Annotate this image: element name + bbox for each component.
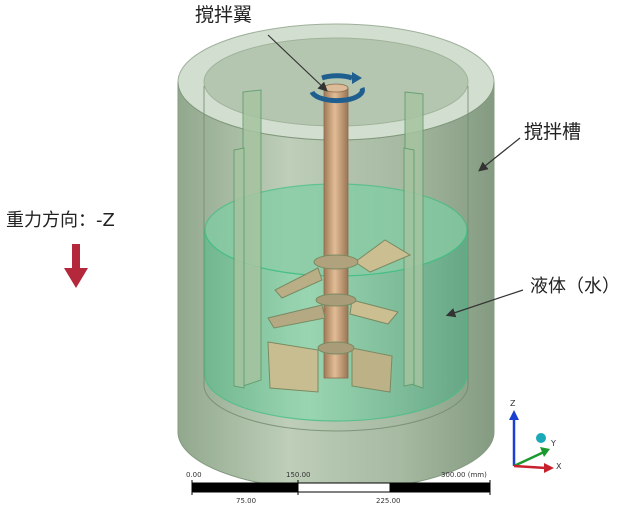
scale-tick-300: 300.00 (mm) [441, 471, 487, 479]
axis-triad [509, 410, 554, 473]
scale-tick-0: 0.00 [186, 471, 202, 479]
gravity-label: 重力方向：-Z [6, 210, 115, 231]
impeller-blades [267, 239, 412, 393]
rotation-arrow [309, 72, 365, 104]
scale-tick-150: 150.00 [286, 471, 311, 479]
scale-tick-75: 75.00 [236, 497, 257, 505]
baffle-plates [233, 89, 424, 389]
gravity-arrow [64, 244, 88, 288]
axis-x-label: X [556, 462, 562, 471]
impeller-label: 撹拌翼 [195, 4, 253, 26]
axis-z-label: Z [510, 399, 516, 408]
scale-tick-225: 225.00 [376, 497, 401, 505]
impeller-shaft [323, 83, 349, 379]
leader-lines [267, 34, 524, 318]
tank-inner-wall [203, 86, 469, 432]
liquid-label: 液体（水） [530, 276, 620, 297]
tank-label: 撹拌槽 [524, 121, 582, 143]
axis-y-label: Y [551, 439, 556, 448]
scale-bar [191, 480, 491, 495]
